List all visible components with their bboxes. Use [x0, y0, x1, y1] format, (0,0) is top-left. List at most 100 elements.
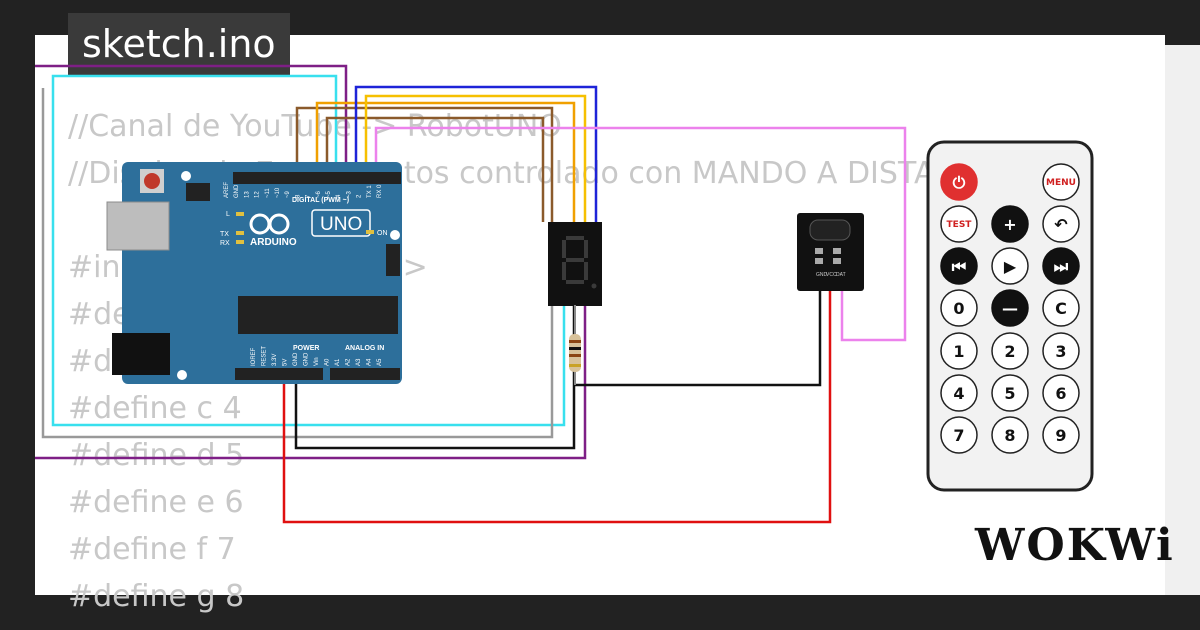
resistor[interactable]	[569, 305, 581, 385]
remote-button-menu[interactable]: MENU	[1042, 163, 1080, 201]
power-pin-label: A0	[325, 358, 331, 366]
minus-icon: —	[1002, 299, 1018, 318]
remote-button-label: 5	[1004, 384, 1015, 403]
remote-button-label: 7	[953, 426, 964, 445]
wire-gray[interactable]	[41, 88, 554, 439]
remote-button-prev[interactable]: ⏮	[940, 247, 978, 285]
wire-orange[interactable]	[315, 101, 576, 222]
led-l	[236, 212, 244, 216]
remote-button-label: 2	[1004, 342, 1015, 361]
digital-pin-label: ~5	[326, 190, 332, 198]
wire-cyan[interactable]	[51, 74, 566, 427]
remote-button-label: MENU	[1046, 178, 1076, 188]
resistor-band	[569, 347, 581, 350]
remote-button-5[interactable]: 5	[991, 374, 1029, 412]
file-tab[interactable]: sketch.ino	[68, 13, 290, 75]
power-pin-label: 3.3V	[272, 354, 278, 366]
led-rx-label: RX	[220, 240, 230, 247]
digital-pin-label: TX 1	[367, 185, 373, 198]
segments	[562, 236, 597, 289]
smd-part	[815, 258, 823, 264]
power-pin-label: A5	[377, 358, 383, 366]
resistor-band	[569, 364, 581, 367]
led-on	[366, 230, 374, 234]
remote-button-8[interactable]: 8	[991, 416, 1029, 454]
ir-pin-label: GND	[816, 272, 828, 278]
wire-black-ir[interactable]	[575, 290, 822, 387]
play-icon: ▶	[1004, 257, 1017, 276]
power-pin-label: A4	[367, 358, 373, 366]
remote-button-plus[interactable]: +	[991, 205, 1029, 243]
code-line: #define c 4	[68, 391, 242, 426]
led-rx	[236, 240, 244, 244]
arduino-brand: ARDUINO	[250, 237, 297, 248]
ir-remote-control[interactable]: ⏻ MENU TEST + ↶ ⏮ ▶ ⏭ 0 — C 1 2 3 4 5 6 7 8 9	[926, 140, 1094, 492]
wire-purple[interactable]	[35, 64, 348, 178]
remote-button-7[interactable]: 7	[940, 416, 978, 454]
remote-button-c[interactable]: C	[1042, 289, 1080, 327]
wire-purple-return[interactable]	[35, 305, 587, 460]
remote-button-6[interactable]: 6	[1042, 374, 1080, 412]
ir-receiver-module[interactable]: GND VCC DAT	[797, 213, 864, 291]
remote-button-0[interactable]: 0	[940, 289, 978, 327]
digital-pin-label: GND	[234, 184, 240, 198]
seven-segment-display[interactable]: 8	[0, 0, 602, 306]
remote-button-2[interactable]: 2	[991, 332, 1029, 370]
arduino-logo-icon-right	[268, 213, 290, 235]
digital-pin-label: 8	[295, 194, 301, 198]
mounting-hole	[181, 171, 191, 181]
wire-blue[interactable]	[354, 85, 598, 222]
smd-part	[833, 258, 841, 264]
canvas-edge	[1165, 45, 1200, 595]
digital-pin-label: ~11	[265, 188, 271, 198]
wire-brown-b[interactable]	[325, 116, 545, 222]
remote-button-3[interactable]: 3	[1042, 332, 1080, 370]
mounting-hole	[390, 230, 400, 240]
power-icon: ⏻	[953, 173, 966, 192]
power-pin-label: A2	[346, 358, 352, 366]
remote-button-play[interactable]: ▶	[991, 247, 1029, 285]
arduino-uno-board[interactable]: ARDUINO UNO DIGITAL (PWM ~) POWER ANALOG…	[106, 162, 402, 384]
wire-yellow[interactable]	[364, 94, 587, 222]
remote-button-4[interactable]: 4	[940, 374, 978, 412]
digital-pin-label: ~10	[275, 187, 281, 198]
digital-pin-label: ~9	[285, 190, 291, 198]
code-line: //Canal de YouTube -> RobotUNO	[68, 109, 562, 144]
remote-button-label: TEST	[947, 220, 973, 230]
wire-pink[interactable]	[374, 126, 907, 342]
remote-button-label: 8	[1004, 426, 1015, 445]
icsp-header-2	[386, 244, 400, 276]
remote-button-label: 0	[953, 299, 964, 318]
digital-pin-label: 4	[336, 194, 342, 198]
remote-button-test[interactable]: TEST	[940, 205, 978, 243]
remote-button-1[interactable]: 1	[940, 332, 978, 370]
usb-port	[106, 201, 170, 251]
led-tx-label: TX	[220, 231, 229, 238]
display-digit: 8	[0, 0, 1, 1]
remote-button-minus[interactable]: —	[991, 289, 1029, 327]
icsp-header	[186, 183, 210, 201]
wire-red[interactable]	[282, 290, 832, 524]
remote-button-9[interactable]: 9	[1042, 416, 1080, 454]
remote-button-label: 1	[953, 342, 964, 361]
uno-label: UNO	[320, 214, 362, 235]
digital-header	[233, 172, 401, 184]
code-line: #define d 5	[68, 438, 245, 473]
remote-button-next[interactable]: ⏭	[1042, 247, 1080, 285]
led-tx	[236, 231, 244, 235]
power-pin-label: IOREF	[251, 347, 257, 366]
power-pin-label: GND	[293, 352, 299, 366]
remote-button-back[interactable]: ↶	[1042, 205, 1080, 243]
wokwi-logo: WOKWi	[975, 520, 1175, 571]
uno-label-box	[311, 209, 371, 237]
wire-brown-a[interactable]	[295, 106, 554, 222]
remote-button-power[interactable]: ⏻	[940, 163, 978, 201]
ir-pin-label: DAT	[836, 272, 846, 278]
smd-part	[815, 248, 823, 254]
digital-pin-label: 12	[255, 191, 261, 198]
ir-sensor-dome	[809, 219, 851, 241]
on-label: ON	[377, 230, 388, 237]
